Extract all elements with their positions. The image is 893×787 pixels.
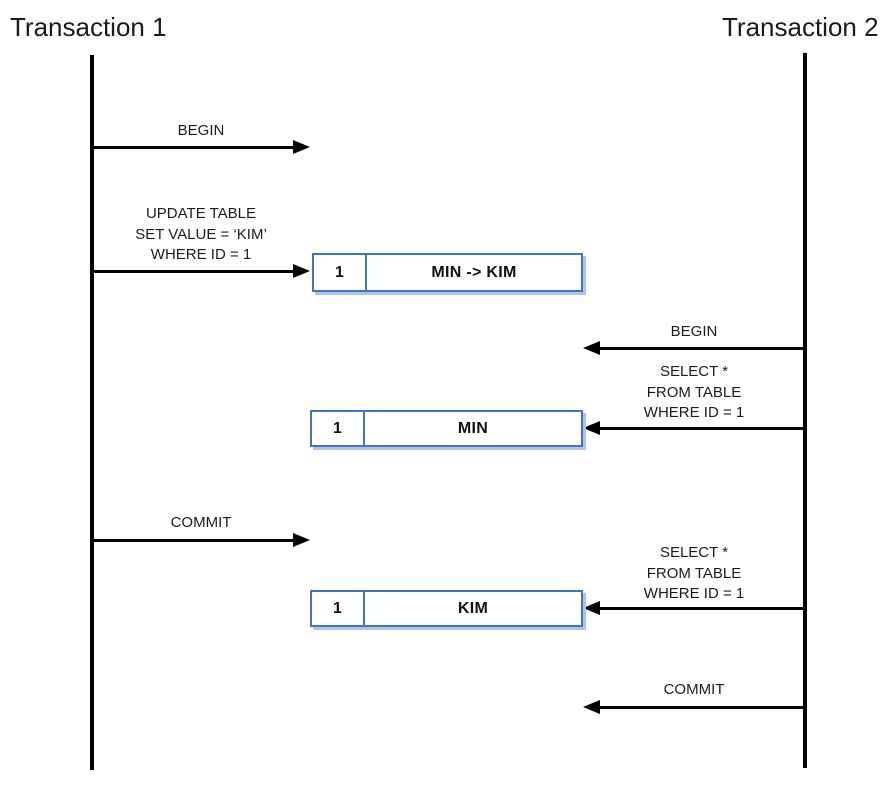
- table-state-box-2: 1 MIN: [310, 410, 583, 447]
- t1-update-label: UPDATE TABLE SET VALUE = ‘KIM’ WHERE ID …: [135, 205, 267, 263]
- arrow-head-left-icon: [583, 341, 600, 355]
- arrow-shaft: [92, 146, 297, 149]
- t2-commit-arrow: [583, 700, 805, 714]
- table-state-box-3: 1 KIM: [310, 590, 583, 627]
- arrow-head-right-icon: [293, 140, 310, 154]
- arrow-head-left-icon: [583, 700, 600, 714]
- t2-select2-label: SELECT * FROM TABLE WHERE ID = 1: [643, 544, 745, 602]
- t1-commit-arrow: [92, 533, 310, 547]
- arrow-shaft: [596, 607, 805, 610]
- arrow-head-right-icon: [293, 264, 310, 278]
- transaction-1-title: Transaction 1: [10, 12, 167, 42]
- t1-begin-label: BEGIN: [177, 122, 225, 139]
- transaction-1-timeline: [90, 55, 94, 770]
- table-row-value: MIN: [457, 419, 489, 437]
- table-state-box-1: 1 MIN -> KIM: [312, 253, 583, 292]
- transaction-2-timeline: [803, 53, 807, 768]
- table-row-id: 1: [312, 412, 365, 445]
- arrow-head-right-icon: [293, 533, 310, 547]
- t1-commit-label: COMMIT: [170, 514, 232, 531]
- t2-select1-arrow: [583, 421, 805, 435]
- t2-begin-label: BEGIN: [670, 323, 718, 340]
- t1-begin-arrow: [92, 140, 310, 154]
- arrow-shaft: [596, 706, 805, 709]
- table-row-value: MIN -> KIM: [431, 263, 517, 281]
- table-row-id: 1: [314, 255, 367, 290]
- t1-update-arrow: [92, 264, 310, 278]
- t2-select1-label: SELECT * FROM TABLE WHERE ID = 1: [643, 363, 745, 421]
- table-row-id: 1: [312, 592, 365, 625]
- arrow-shaft: [92, 270, 297, 273]
- t2-select2-arrow: [583, 601, 805, 615]
- arrow-head-left-icon: [583, 421, 600, 435]
- arrow-head-left-icon: [583, 601, 600, 615]
- arrow-shaft: [596, 347, 805, 350]
- table-row-value: KIM: [457, 599, 489, 617]
- t2-begin-arrow: [583, 341, 805, 355]
- arrow-shaft: [92, 539, 297, 542]
- arrow-shaft: [596, 427, 805, 430]
- transaction-2-title: Transaction 2: [722, 12, 879, 42]
- t2-commit-label: COMMIT: [663, 681, 725, 698]
